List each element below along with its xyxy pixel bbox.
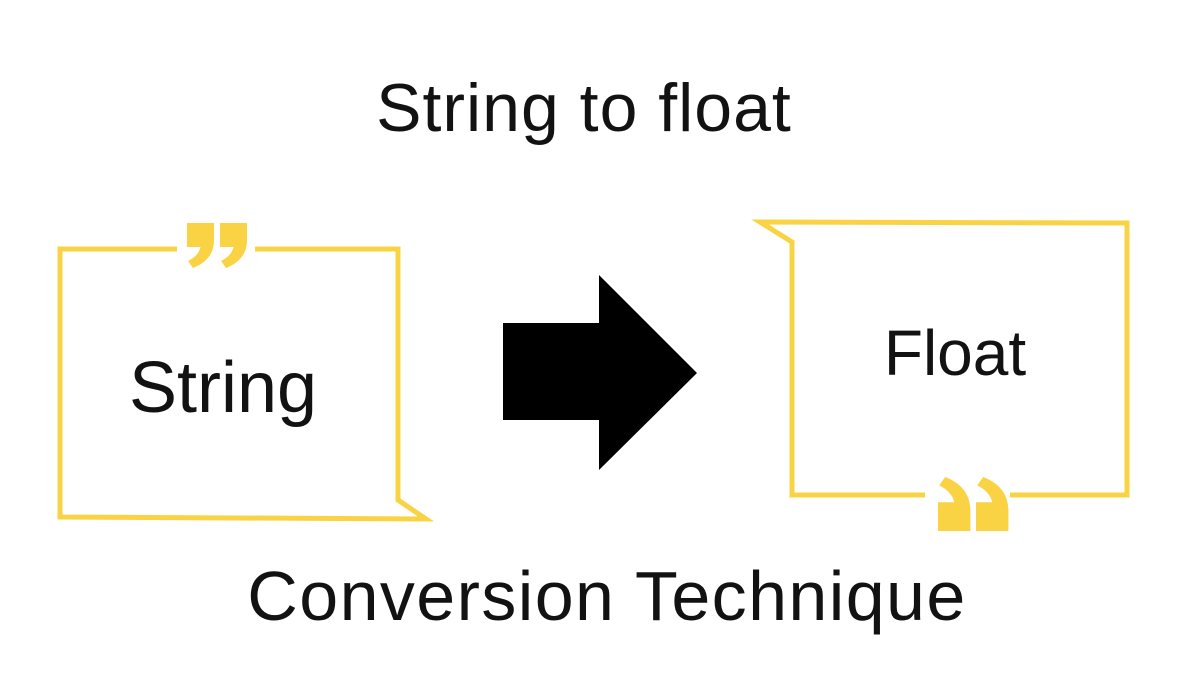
- right-arrow-icon: [503, 275, 697, 470]
- string-box-label: String: [128, 348, 318, 428]
- float-box-border: [751, 219, 1130, 498]
- diagram-title: String to float: [376, 70, 792, 146]
- string-box-border: [57, 246, 435, 522]
- float-box-label: Float: [883, 317, 1027, 389]
- diagram-subtitle: Conversion Technique: [247, 557, 967, 635]
- opening-quote-icon: [938, 477, 1009, 531]
- closing-quote-icon: [187, 223, 247, 268]
